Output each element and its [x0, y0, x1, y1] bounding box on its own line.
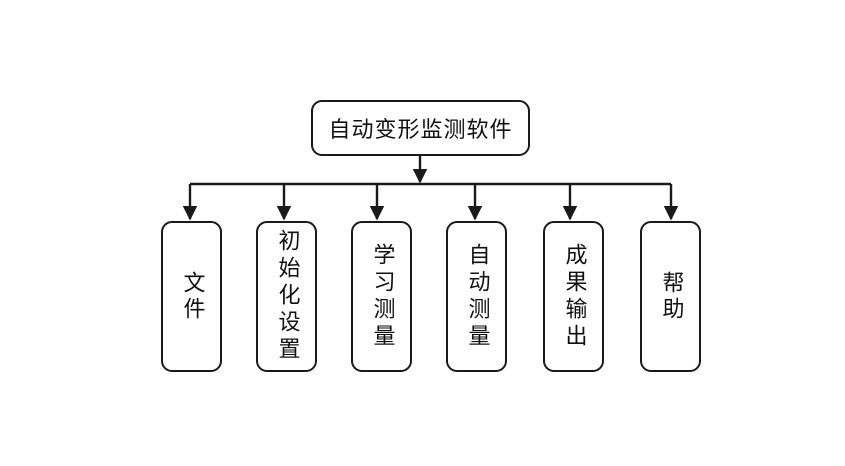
root-node-label: 自动变形监测软件	[328, 118, 513, 143]
module-node-help: 帮助	[640, 221, 701, 372]
root-node: 自动变形监测软件	[311, 100, 530, 156]
module-node-automatic-measurement: 自动测量	[446, 221, 507, 372]
module-node-label: 初始化设置	[274, 229, 300, 364]
module-node-result-output: 成果输出	[543, 221, 604, 372]
module-node-file: 文件	[161, 221, 222, 372]
module-node-learning-measurement: 学习测量	[351, 221, 412, 372]
module-node-label: 学习测量	[369, 242, 395, 351]
module-node-label: 文件	[179, 270, 205, 323]
module-node-label: 成果输出	[561, 242, 587, 351]
module-node-label: 帮助	[658, 270, 684, 323]
module-node-label: 自动测量	[464, 242, 490, 351]
module-node-initial-settings: 初始化设置	[256, 221, 317, 372]
